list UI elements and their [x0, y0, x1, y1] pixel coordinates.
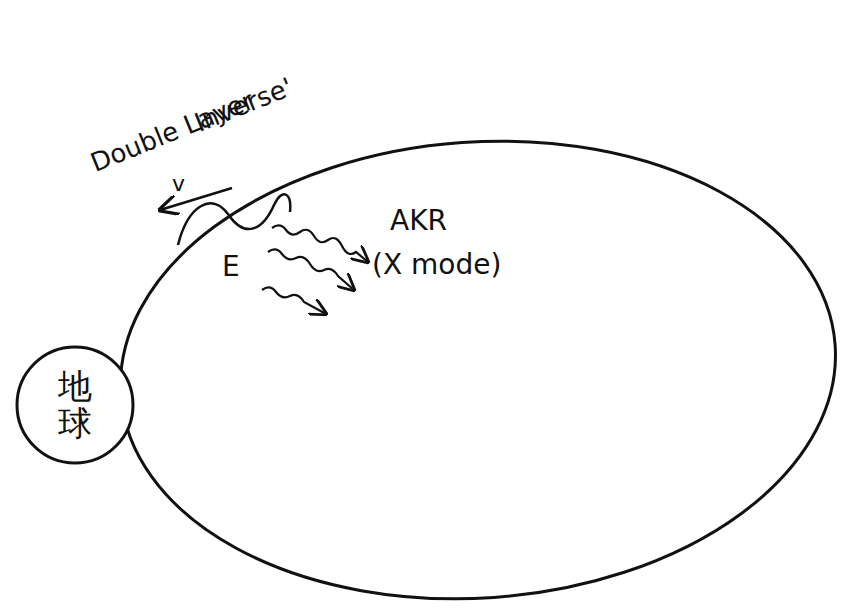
- earth-circle: 地球: [15, 345, 135, 465]
- velocity-arrow: [160, 188, 232, 210]
- wave-arrow: [262, 287, 326, 314]
- wave-arrow: [272, 225, 368, 262]
- field-label: E: [222, 252, 240, 283]
- inverse-label: Inverse': [191, 72, 297, 137]
- field-line-loop: [105, 118, 844, 609]
- velocity-label: v: [172, 172, 185, 196]
- mode-label: (X mode): [372, 250, 501, 281]
- earth-label: 地球: [58, 368, 92, 443]
- earth-outline: [17, 347, 133, 463]
- wave-arrow: [268, 249, 354, 290]
- akr-label: AKR: [390, 206, 447, 237]
- double-layer-bump: [178, 194, 290, 245]
